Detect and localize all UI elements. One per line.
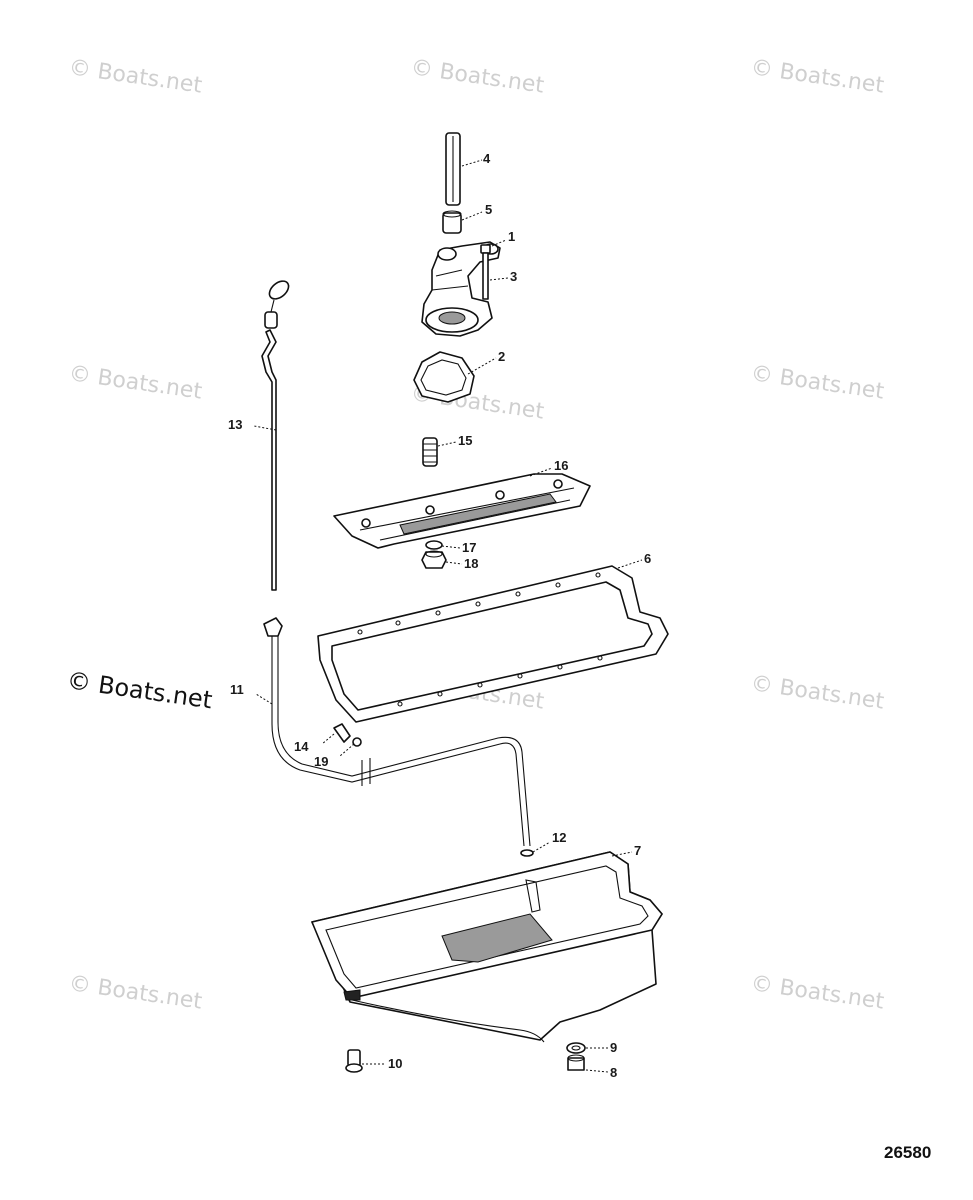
part-3-bolt[interactable] (480, 244, 491, 300)
part-19-screw[interactable] (352, 737, 362, 747)
leader-lines (253, 159, 643, 1073)
callout-10: 10 (388, 1056, 402, 1071)
watermark-prominent: © Boats.net (65, 666, 214, 714)
watermark: © Boats.net (749, 971, 886, 1014)
callout-5: 5 (485, 202, 492, 217)
watermark: © Boats.net (749, 55, 886, 98)
part-16-windage-tray[interactable] (333, 473, 591, 549)
callout-8: 8 (610, 1065, 617, 1080)
part-2-gasket[interactable] (413, 351, 475, 403)
callout-1: 1 (508, 229, 515, 244)
callout-4: 4 (483, 151, 491, 166)
part-8-drain-plug[interactable] (567, 1054, 585, 1071)
watermark: © Boats.net (67, 361, 204, 404)
watermark: © Boats.net (409, 55, 546, 98)
watermark: © Boats.net (67, 971, 204, 1014)
part-10-drain-plug[interactable] (345, 1049, 363, 1073)
callout-14: 14 (294, 739, 309, 754)
part-1-oil-pump[interactable] (421, 241, 501, 337)
callout-16: 16 (554, 458, 568, 473)
part-11-dipstick-tube[interactable] (263, 617, 531, 847)
part-13-dipstick[interactable] (261, 278, 292, 591)
part-6-oil-pan-gasket[interactable] (317, 565, 669, 723)
document-number: 26580 (884, 1143, 931, 1162)
callout-18: 18 (464, 556, 478, 571)
callout-13: 13 (228, 417, 242, 432)
part-4-pickup-tube[interactable] (445, 132, 461, 206)
part-12-o-ring[interactable] (520, 849, 534, 857)
callout-15: 15 (458, 433, 472, 448)
callout-17: 17 (462, 540, 476, 555)
callout-9: 9 (610, 1040, 617, 1055)
callout-2: 2 (498, 349, 505, 364)
part-14-clip[interactable] (333, 723, 351, 743)
part-18-nut[interactable] (421, 550, 447, 569)
callout-19: 19 (314, 754, 328, 769)
watermarks: © Boats.net © Boats.net © Boats.net © Bo… (65, 55, 886, 1014)
part-7-oil-pan[interactable] (311, 851, 663, 1043)
part-15-stud[interactable] (422, 437, 438, 467)
watermark: © Boats.net (749, 361, 886, 404)
part-5-sleeve[interactable] (442, 210, 462, 234)
callout-7: 7 (634, 843, 641, 858)
callout-11: 11 (230, 682, 244, 697)
callout-3: 3 (510, 269, 517, 284)
part-17-washer[interactable] (425, 540, 443, 550)
callout-6: 6 (644, 551, 651, 566)
watermark: © Boats.net (67, 55, 204, 98)
part-9-gasket-washer[interactable] (566, 1042, 586, 1054)
callout-12: 12 (552, 830, 566, 845)
callout-labels: 4 5 1 3 2 13 15 16 17 18 6 11 14 19 12 7… (228, 151, 651, 1080)
watermark: © Boats.net (749, 671, 886, 714)
